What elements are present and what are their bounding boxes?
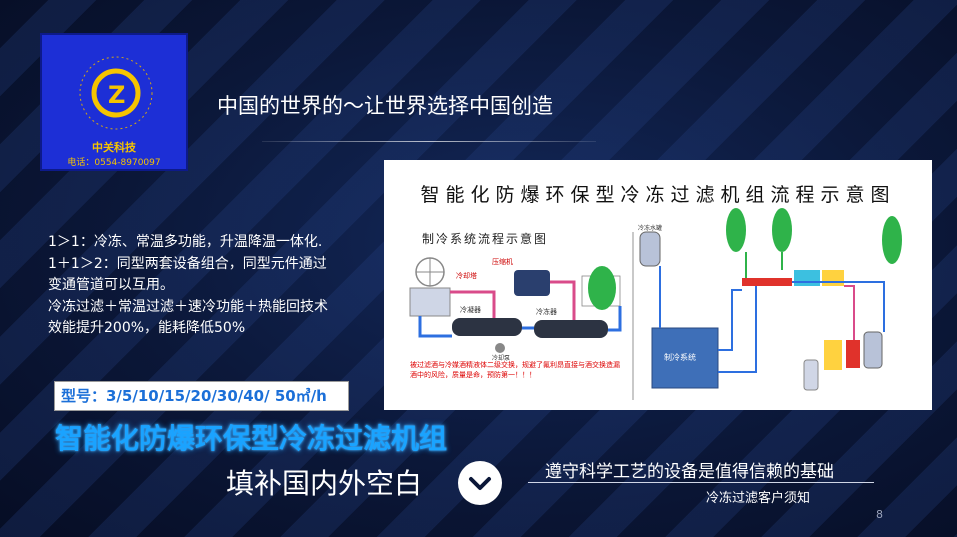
- page-headline: 中国的世界的～让世界选择中国创造: [217, 94, 553, 118]
- condenser-icon: [452, 318, 522, 336]
- label-water-pump: 冷却泵: [492, 354, 510, 362]
- tank-icon: [639, 231, 661, 267]
- diagram-title: 智能化防爆环保型冷冻过滤机组流程示意图: [420, 184, 896, 206]
- evaporator-icon: [534, 320, 608, 338]
- logo-emblem-icon: Z: [79, 56, 153, 130]
- chevron-down-icon: [469, 477, 491, 490]
- diagram-drawing: 冷却塔 压缩机 冷凝器 冷冻器 冷却泵 被过滤酒与冷媒酒精液体二级交换，规避了氟…: [409, 208, 902, 400]
- feature-list: 1＞1：冷冻、常温多功能，升温降温一体化. 1＋1＞2：同型两套设备组合，同型元…: [48, 232, 378, 340]
- feature-line: 变通管道可以互用。: [48, 277, 174, 293]
- label-evaporator: 冷冻器: [536, 307, 557, 316]
- label-condenser: 冷凝器: [460, 305, 481, 314]
- slogan-divider: [528, 482, 874, 483]
- diagram-warning: 被过滤酒与冷媒酒精液体二级交换，规避了氟利昂直接与酒交换造漏酒中的风险，质量是命…: [410, 361, 620, 379]
- pump-icon: [495, 343, 505, 353]
- compressor-icon: [514, 270, 550, 296]
- storage-tank-icon: [588, 266, 616, 310]
- label-refrigeration-system: 制冷系统: [664, 352, 696, 362]
- next-chevron-button[interactable]: [458, 461, 502, 505]
- product-subtitle: 填补国内外空白: [226, 467, 423, 500]
- model-spec-box: 型号：3/5/10/15/20/30/40/ 50㎥/h: [54, 381, 349, 411]
- feature-line: 1＞1：冷冻、常温多功能，升温降温一体化.: [48, 234, 323, 250]
- headline-divider: [262, 141, 596, 142]
- feature-line: 效能提升200%，能耗降低50%: [48, 320, 246, 336]
- label-tank: 冷冻水罐: [638, 224, 662, 232]
- feature-line: 冷冻过滤＋常温过滤＋速冷功能＋热能回技术: [48, 298, 328, 315]
- label-cooling-tower: 冷却塔: [456, 271, 477, 280]
- diagram-subtitle: 制冷系统流程示意图: [422, 232, 549, 246]
- company-logo: Z 中关科技 电话：0554-8970097: [40, 33, 188, 171]
- slogan-text: 遵守科学工艺的设备是值得信赖的基础: [545, 462, 834, 482]
- logo-company-name: 中关科技: [92, 141, 136, 154]
- feature-line: 1＋1＞2：同型两套设备组合，同型元件通过: [48, 255, 327, 272]
- logo-phone: 电话：0554-8970097: [67, 158, 161, 168]
- process-flow-diagram: 智能化防爆环保型冷冻过滤机组流程示意图 制冷系统流程示意图 冷却塔 压缩机 冷凝…: [384, 160, 932, 410]
- slogan-note: 冷冻过滤客户须知: [706, 491, 811, 506]
- label-compressor: 压缩机: [492, 257, 513, 266]
- cooling-tower-icon: [409, 257, 451, 317]
- product-title: 智能化防爆环保型冷冻过滤机组: [55, 422, 448, 455]
- logo-initial: Z: [108, 81, 125, 109]
- page-number: 8: [876, 508, 883, 521]
- refrigeration-unit-icon: [651, 327, 719, 389]
